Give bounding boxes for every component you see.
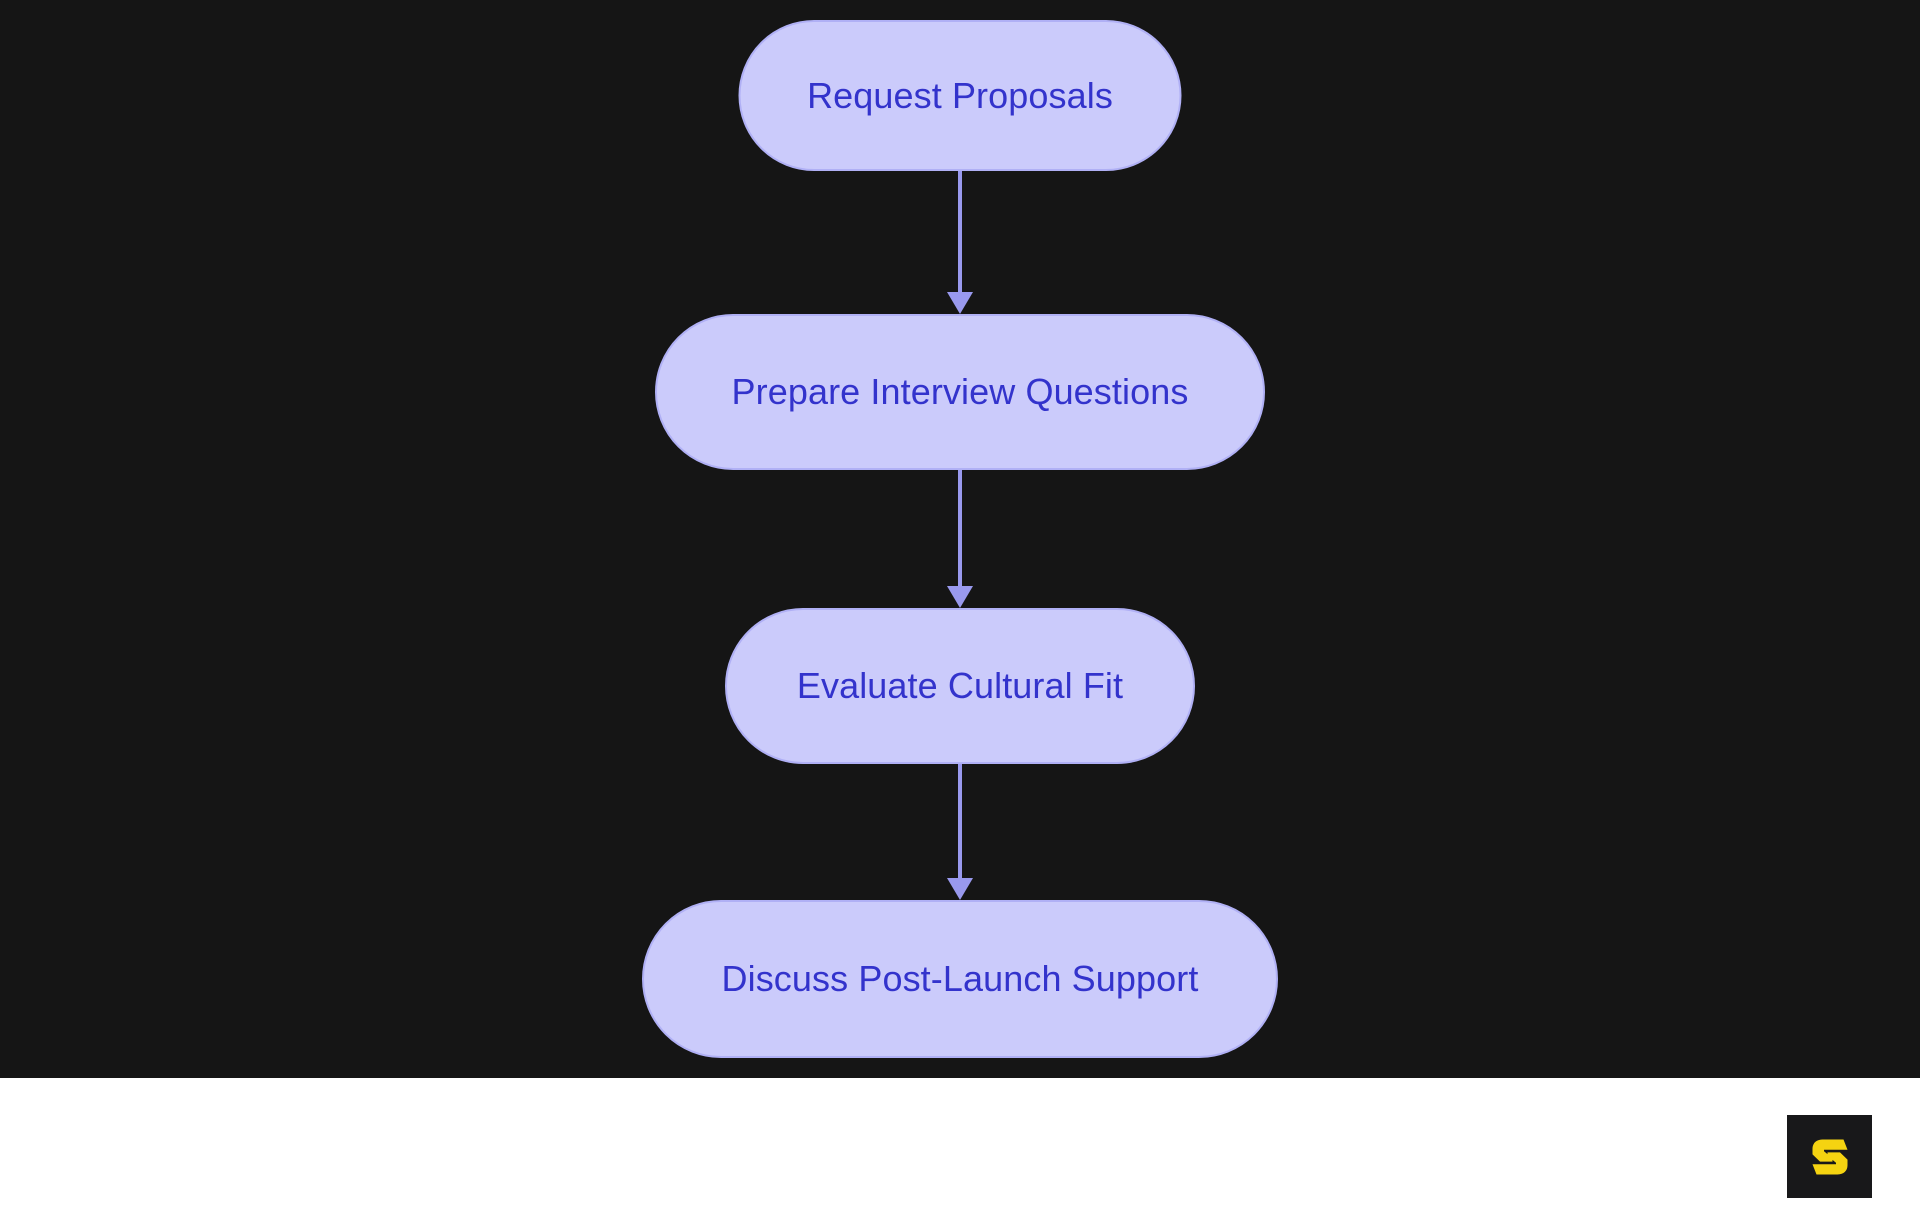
flow-node-label: Request Proposals: [807, 74, 1113, 116]
edge-line: [958, 470, 962, 586]
flow-edge-n3-n4: [947, 764, 973, 900]
arrow-down-icon: [947, 586, 973, 608]
flow-node-label: Discuss Post-Launch Support: [721, 958, 1199, 999]
diagram-canvas: Request Proposals Prepare Interview Ques…: [0, 0, 1920, 1078]
stylized-s-logo-icon[interactable]: [1787, 1115, 1872, 1198]
edge-line: [958, 171, 962, 292]
arrow-down-icon: [947, 878, 973, 900]
flow-node-request-proposals[interactable]: Request Proposals: [738, 20, 1182, 171]
flow-node-evaluate-cultural-fit[interactable]: Evaluate Cultural Fit: [725, 608, 1195, 764]
arrow-down-icon: [947, 292, 973, 314]
flow-node-label: Evaluate Cultural Fit: [796, 665, 1124, 706]
flow-edge-n1-n2: [947, 171, 973, 314]
flow-node-label: Prepare Interview Questions: [731, 371, 1189, 412]
flow-edge-n2-n3: [947, 470, 973, 608]
footer-bar: [0, 1078, 1920, 1215]
edge-line: [958, 764, 962, 878]
flow-node-prepare-interview-questions[interactable]: Prepare Interview Questions: [655, 314, 1265, 470]
flowchart-graph: Request Proposals Prepare Interview Ques…: [642, 20, 1278, 1058]
flow-node-discuss-post-launch-support[interactable]: Discuss Post-Launch Support: [642, 900, 1278, 1058]
